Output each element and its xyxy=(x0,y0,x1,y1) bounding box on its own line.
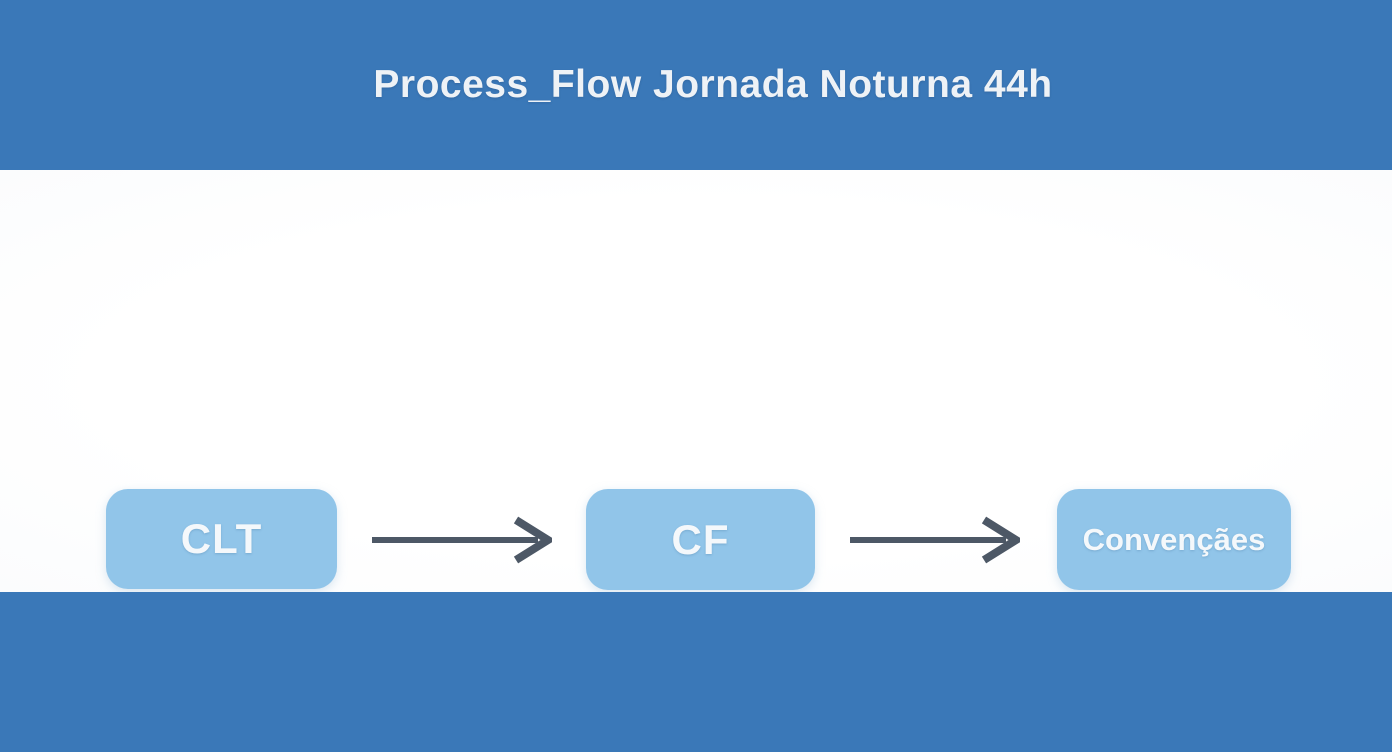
node-clt-label: CLT xyxy=(180,515,263,562)
node-convencoes-label: Convençães xyxy=(1082,521,1266,557)
header-band: Process_Flow Jornada Noturna 44h xyxy=(0,0,1392,170)
node-clt: CLT xyxy=(106,489,337,589)
node-convencoes: Convençães xyxy=(1057,489,1291,590)
arrow-cf-to-convencoes xyxy=(848,512,1020,568)
node-cf-label: CF xyxy=(671,515,730,563)
diagram-title: Process_Flow Jornada Noturna 44h xyxy=(373,63,1053,106)
footer-band xyxy=(0,592,1392,752)
diagram-canvas: CLT CF Convençães xyxy=(0,170,1392,592)
node-cf: CF xyxy=(586,489,815,590)
arrow-clt-to-cf xyxy=(370,512,552,568)
arrow-icon xyxy=(372,516,552,564)
arrow-icon xyxy=(850,516,1020,564)
